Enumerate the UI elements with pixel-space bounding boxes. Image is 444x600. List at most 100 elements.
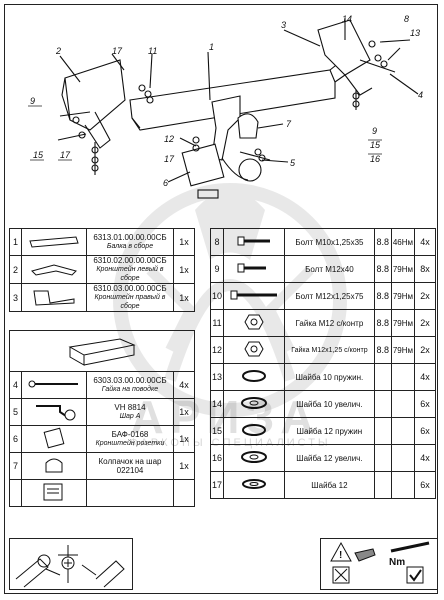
assembly-diagram: 1 2 3 4 5 6 7 8 9 9 11 12 13 14 15 15 16… [28, 14, 423, 199]
strength-class: 8.8 [373, 282, 392, 310]
row-number: 4 [9, 371, 22, 399]
right-bracket-part [317, 19, 371, 76]
ball-cap-thumbnail-icon [21, 452, 87, 480]
fastener-qty: 8x [414, 255, 436, 283]
part-name: Кронштейн левый в сборе [96, 266, 164, 282]
left-bracket-part [64, 59, 126, 131]
tow-ball-part [238, 158, 262, 182]
table-row: 10 Болт М12х1,25х75 8.8 79Нм 2x [209, 282, 436, 310]
callout-15-left: 15 [33, 150, 44, 160]
callout-17-top: 17 [112, 46, 123, 56]
part-qty: 1x [173, 255, 195, 284]
strength-class: 8.8 [373, 336, 392, 364]
callout-13: 13 [410, 28, 420, 38]
torque: 79Нм [390, 309, 416, 337]
callout-8: 8 [404, 14, 409, 24]
row-number: 17 [209, 471, 225, 499]
row-number: 10 [209, 282, 225, 310]
nut-icon [223, 309, 286, 337]
fastener-qty: 6x [414, 390, 436, 418]
torque: 46Нм [390, 228, 416, 256]
washer-icon [223, 471, 286, 499]
row-number: 8 [209, 228, 225, 256]
socket-bracket-thumbnail-icon [21, 425, 87, 453]
tools-illustration [9, 538, 133, 590]
tethered-nut-thumbnail-icon [21, 371, 87, 399]
torque: 79Нм [390, 336, 416, 364]
tow-ball-thumbnail-icon [21, 398, 87, 426]
callout-16: 16 [370, 154, 380, 164]
row-number: 7 [9, 452, 22, 480]
callout-15-right: 15 [370, 140, 381, 150]
callout-6: 6 [163, 178, 168, 188]
fastener-name: Шайба 10 пружин. [284, 363, 375, 391]
drawing-frame [4, 4, 438, 594]
table-row: 12 Гайка М12х1,25 с/контр 8.8 79Нм 2x [209, 336, 436, 364]
part-qty: 4x [173, 371, 195, 399]
part-code: 6310.02.00.00.00СБ [93, 256, 167, 265]
row-number: 1 [9, 228, 22, 256]
table-row: 17 Шайба 12 6x [209, 471, 436, 499]
bolt-icon [223, 228, 286, 256]
table-row: 13 Шайба 10 пружин. 4x [209, 363, 436, 391]
fastener-qty: 2x [414, 336, 436, 364]
fastener-qty: 4x [414, 228, 436, 256]
callout-17-left: 17 [60, 150, 71, 160]
fastener-qty: 4x [414, 363, 436, 391]
bolt-icon [223, 282, 286, 310]
fasteners-table: 8 Болт М10х1,25х35 8.8 46Нм 4x 9 Болт М1… [209, 228, 436, 499]
fastener-name: Шайба 12 [284, 471, 375, 499]
bolt-icon [223, 255, 286, 283]
row-number: 5 [9, 398, 22, 426]
spring-washer-icon [223, 417, 286, 445]
part-code: Колпачок на шар [98, 457, 162, 466]
callout-9-left: 9 [30, 96, 35, 106]
table-row: 16 Шайба 12 увелич. 4x [209, 444, 436, 472]
fastener-qty: 2x [414, 282, 436, 310]
torque-wrench-label: Nm [389, 557, 405, 568]
part-qty: 1x [173, 425, 195, 453]
fastener-qty: 6x [414, 417, 436, 445]
row-number: 15 [209, 417, 225, 445]
row-number: 12 [209, 336, 225, 364]
table-row: 15 Шайба 12 пружин 6x [209, 417, 436, 445]
callout-2: 2 [55, 46, 61, 56]
washer-icon [223, 390, 286, 418]
ball-cap-part [237, 113, 259, 139]
torque: 79Нм [390, 282, 416, 310]
fastener-qty: 2x [414, 309, 436, 337]
ball-mount-part [211, 95, 241, 161]
nut-icon [223, 336, 286, 364]
part-qty: 1x [173, 283, 195, 312]
callout-11: 11 [148, 46, 157, 56]
callout-9-right: 9 [372, 126, 377, 136]
callout-5: 5 [290, 158, 296, 168]
instructions-icons: ! Nm [320, 538, 438, 590]
callout-7: 7 [286, 119, 292, 129]
part-qty: 1x [173, 452, 195, 480]
fastener-name: Шайба 10 увелич. [284, 390, 375, 418]
fastener-name: Болт М10х1,25х35 [284, 228, 375, 256]
row-number: 13 [209, 363, 225, 391]
part-code: 6303.03.00.00.00СБ [93, 376, 167, 385]
part-name: Кронштейн правый в сборе [94, 294, 166, 310]
row-number: 3 [9, 283, 22, 312]
beam-thumbnail-icon [21, 228, 87, 256]
row-number: 2 [9, 255, 22, 284]
fastener-qty: 4x [414, 444, 436, 472]
part-code: VH 8814 [114, 403, 146, 412]
checkbox-checked-icon [406, 566, 424, 584]
callout-3: 3 [281, 20, 286, 30]
strength-class: 8.8 [373, 228, 392, 256]
part-code: БАФ-0168 [111, 430, 149, 439]
part-qty: 1x [173, 228, 195, 256]
table-row: 8 Болт М10х1,25х35 8.8 46Нм 4x [209, 228, 436, 256]
torque: 79Нм [390, 255, 416, 283]
row-number: 6 [9, 425, 22, 453]
fastener-qty: 6x [414, 471, 436, 499]
